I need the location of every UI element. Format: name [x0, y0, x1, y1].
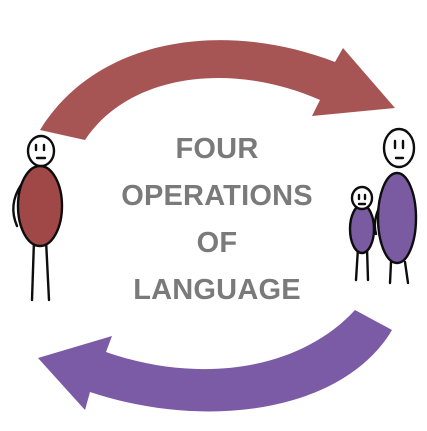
right-child-person-icon	[348, 185, 376, 282]
diagram-title: FOUR OPERATIONS OF LANGUAGE	[121, 133, 313, 306]
top-curved-arrow-icon	[40, 40, 395, 140]
title-line-operations: OPERATIONS	[121, 180, 313, 212]
title-line-four: FOUR	[176, 133, 259, 165]
left-person-icon	[12, 134, 64, 302]
bottom-curved-arrow-icon	[38, 310, 392, 412]
right-adult-person-icon	[373, 127, 418, 285]
title-line-of: OF	[197, 227, 238, 259]
title-line-language: LANGUAGE	[133, 274, 301, 306]
